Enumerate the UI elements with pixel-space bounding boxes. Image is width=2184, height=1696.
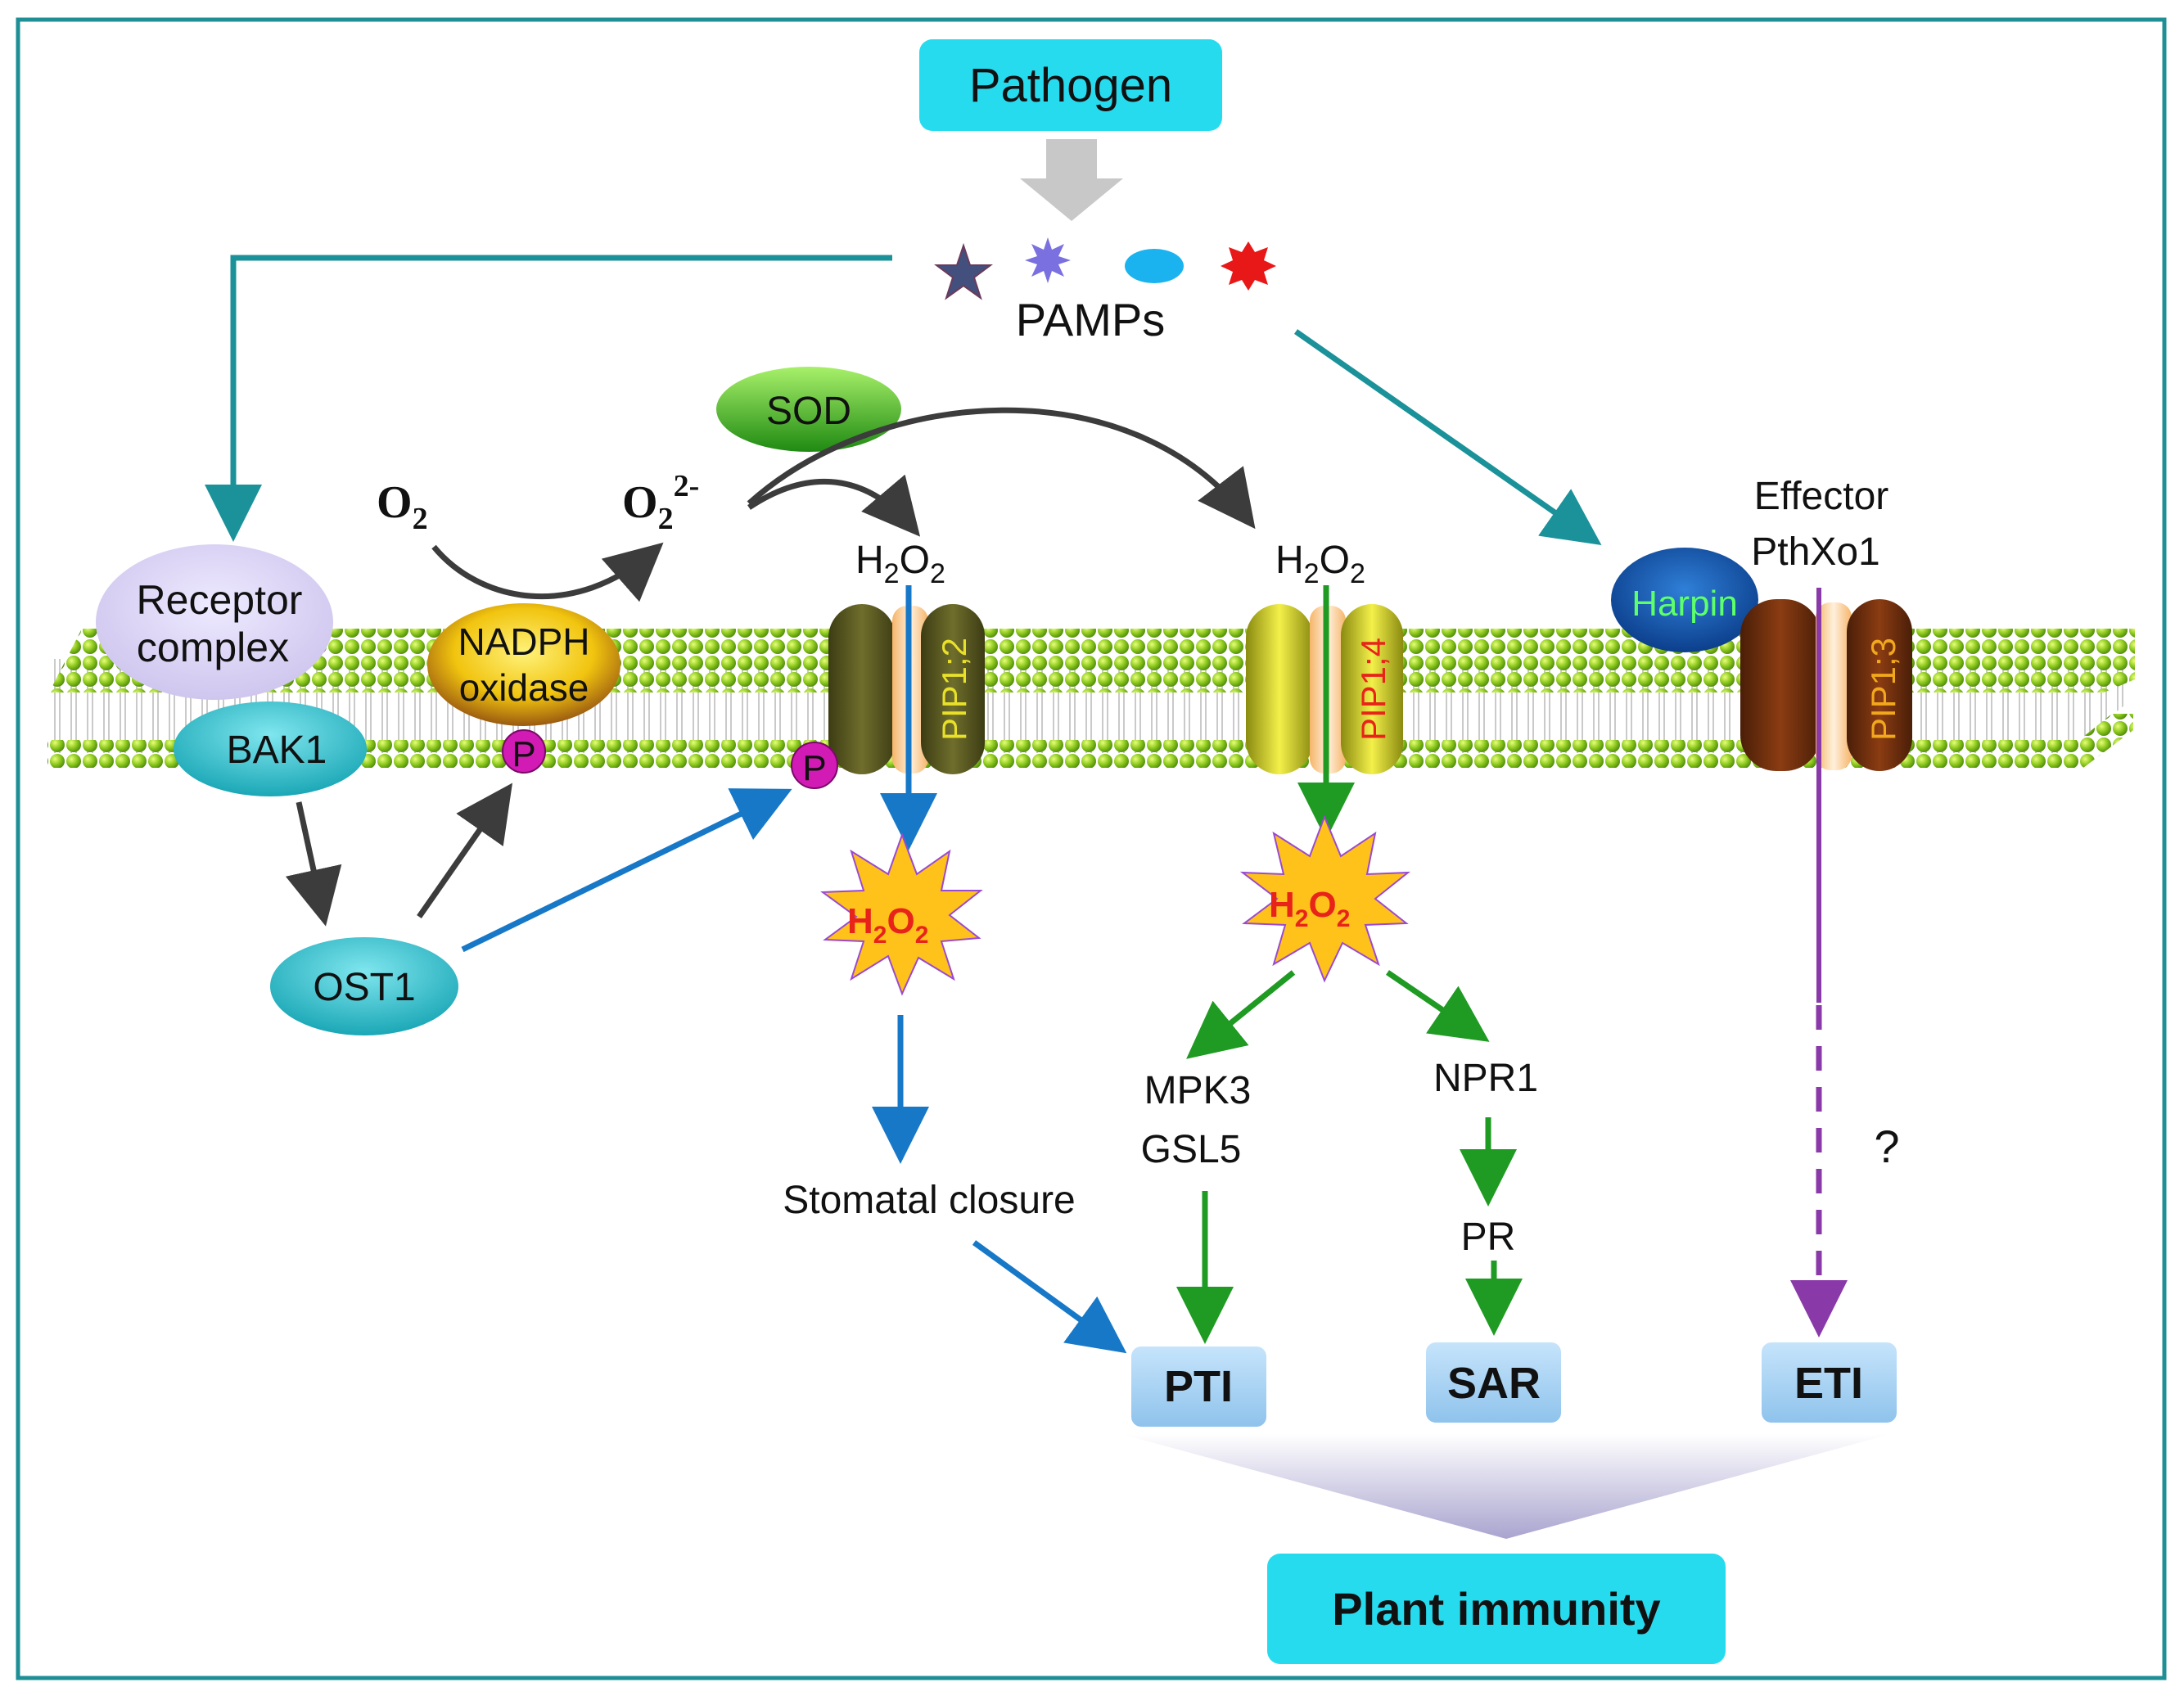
pip14-channel	[1246, 604, 1403, 774]
sod-label: SOD	[766, 390, 851, 433]
receptor-label-line1: Receptor	[137, 577, 303, 623]
convergence-funnel	[1121, 1434, 1891, 1539]
h2o2-left-sub1: 2	[884, 558, 900, 589]
phospho-pip12-badge	[791, 742, 838, 789]
burst-right-sub1: 2	[1295, 905, 1309, 932]
receptor-label-line2: complex	[137, 625, 289, 670]
pip13-left-subunit	[1740, 599, 1821, 771]
sar-box	[1426, 1342, 1561, 1423]
pip13-channel	[1740, 599, 1912, 771]
mpk3-label: MPK3	[1144, 1069, 1252, 1112]
h2o2-left-sub2: 2	[930, 558, 945, 589]
superoxide-base: O	[622, 477, 658, 528]
h2o2-burst-left-label: H2O2	[847, 901, 928, 949]
pathogen-label: Pathogen	[969, 59, 1172, 112]
superoxide-label: O22-	[622, 469, 699, 536]
ost1-label: OST1	[313, 966, 415, 1009]
h2o2-right-h: H	[1275, 539, 1304, 582]
harpin-label: Harpin	[1631, 584, 1738, 624]
harpin-protein	[1611, 548, 1758, 652]
h2o2-left-h: H	[855, 539, 884, 582]
o2-label: O2	[377, 477, 428, 536]
phospho-nadph-label: P	[512, 734, 535, 774]
superoxide-sub: 2	[658, 502, 674, 536]
pip12-label: PIP1;2	[935, 638, 973, 741]
pthxo1-label: PthXo1	[1751, 530, 1879, 574]
pip12-right-subunit	[921, 604, 985, 774]
pamp-star-icon	[934, 242, 993, 300]
gsl5-label: GSL5	[1141, 1128, 1242, 1171]
pip14-right-subunit	[1341, 604, 1403, 774]
nadph-label-line1: NADPH	[458, 620, 589, 663]
burst-left-sub1: 2	[873, 922, 887, 949]
h2o2-label-left: H2O2	[855, 539, 945, 589]
o2-base: O	[377, 477, 413, 528]
receptor-complex	[96, 544, 333, 700]
pathogen-arrow	[1020, 139, 1123, 221]
o2-sub: 2	[413, 502, 428, 536]
nadph-oxidase	[427, 603, 620, 726]
h2o2-left-o: O	[900, 539, 930, 582]
frame-border	[16, 17, 2167, 1680]
stomatal-to-pti-arrow	[972, 1240, 1127, 1354]
membrane-bottom-heads	[47, 714, 2133, 768]
pamp-hexstar-icon	[1221, 241, 1276, 291]
bak1-label: BAK1	[227, 728, 327, 772]
plant-immunity-box	[1267, 1554, 1726, 1664]
pip14-label: PIP1;4	[1354, 638, 1392, 741]
pip12-left-subunit	[828, 604, 896, 774]
pti-box	[1131, 1346, 1266, 1427]
eti-label: ETI	[1794, 1359, 1863, 1408]
sar-label: SAR	[1447, 1359, 1541, 1408]
h2o2-burst-left	[820, 832, 983, 996]
burst-left-o: O	[887, 901, 914, 941]
plant-immunity-label: Plant immunity	[1332, 1583, 1660, 1635]
sod-to-h2o2-right-arrow	[747, 407, 1256, 530]
phospho-nadph-badge	[502, 729, 546, 774]
burst-right-sub2: 2	[1337, 905, 1351, 932]
sod-enzyme	[716, 367, 901, 452]
ost1-to-nadph-arrow	[417, 783, 513, 919]
effector-label: Effector	[1754, 475, 1889, 518]
pr-label: PR	[1461, 1216, 1516, 1259]
burst-to-npr1-arrow	[1386, 970, 1490, 1042]
pip14-left-subunit	[1246, 604, 1313, 774]
h2o2-right-o: O	[1320, 539, 1350, 582]
npr1-label: NPR1	[1433, 1057, 1538, 1100]
pip13-pore	[1816, 602, 1852, 770]
h2o2-burst-right-label: H2O2	[1269, 885, 1350, 932]
stomatal-closure-label: Stomatal closure	[783, 1179, 1076, 1222]
pamp-oval-icon	[1125, 249, 1184, 283]
question-mark: ?	[1874, 1121, 1899, 1172]
ost1-protein	[270, 937, 458, 1035]
burst-right-o: O	[1308, 885, 1336, 925]
nadph-label-line2: oxidase	[459, 666, 589, 709]
eti-box	[1762, 1342, 1897, 1423]
pamps-to-receptor-arrow	[205, 255, 892, 542]
burst-left-h: H	[847, 901, 873, 941]
burst-to-mpk3-arrow	[1186, 970, 1296, 1059]
h2o2-burst-right	[1239, 814, 1411, 983]
pip13-label: PIP1;3	[1864, 638, 1902, 741]
h2o2-label-right: H2O2	[1275, 539, 1365, 589]
bak1-protein	[174, 701, 367, 796]
pathogen-box	[919, 39, 1222, 131]
burst-right-h: H	[1269, 885, 1295, 925]
o2-conversion-arrow	[431, 542, 664, 602]
superoxide-sup: 2-	[674, 469, 700, 503]
sod-to-h2o2-left-arrow	[747, 474, 921, 537]
h2o2-right-sub2: 2	[1350, 558, 1365, 589]
h2o2-right-sub1: 2	[1304, 558, 1320, 589]
burst-left-sub2: 2	[915, 922, 929, 949]
pti-label: PTI	[1164, 1362, 1233, 1411]
phospho-pip12-label: P	[802, 748, 826, 788]
bak1-to-ost1-arrow	[285, 801, 342, 927]
pamps-label: PAMPs	[1016, 294, 1166, 345]
pamp-burst-icon	[1025, 237, 1071, 283]
ost1-to-pip12-arrow	[461, 788, 792, 953]
pamps-to-harpin-arrow	[1293, 329, 1602, 546]
pip13-right-subunit	[1847, 599, 1912, 771]
